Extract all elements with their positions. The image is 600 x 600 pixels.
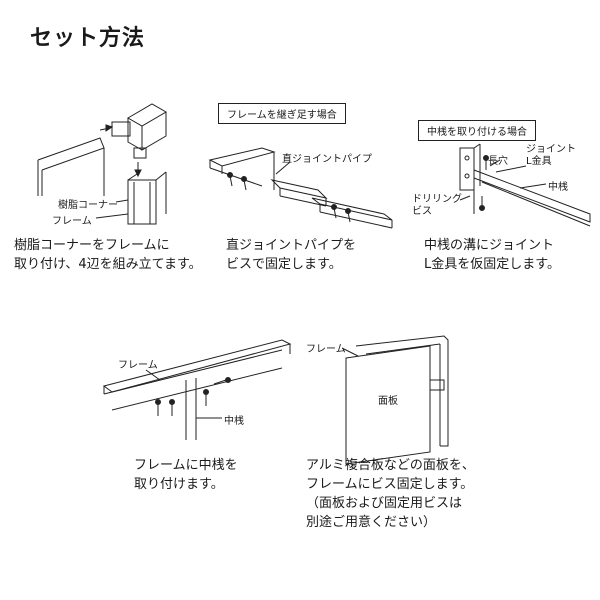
step3-caption: 中桟の溝にジョイント L金具を仮固定します。 xyxy=(424,236,560,274)
drilling-screw-label-line: ビス xyxy=(412,206,432,217)
step5-caption-line: アルミ複合板などの面板を、 xyxy=(306,458,475,473)
drilling-screw-label: ドリリング ビス xyxy=(412,194,462,218)
step3-caption-line: L金具を仮固定します。 xyxy=(424,257,560,272)
frame-label: フレーム xyxy=(306,344,346,355)
step2-box-label: フレームを継ぎ足す場合 xyxy=(218,103,346,124)
step1-caption-line: 取り付け、4辺を組み立てます。 xyxy=(14,257,202,272)
step1-frame-illustration xyxy=(37,103,167,225)
panel-label: 面板 xyxy=(378,396,398,407)
long-hole-label: 長穴 xyxy=(488,156,508,167)
step2-caption: 直ジョイントパイプを ビスで固定します。 xyxy=(226,236,356,274)
step2-caption-line: ビスで固定します。 xyxy=(226,257,342,272)
step3-caption-line: 中桟の溝にジョイント xyxy=(424,238,555,253)
step3-bracket-illustration xyxy=(459,143,591,227)
joint-l-bracket-label: ジョイント L金具 xyxy=(526,144,576,168)
step5-caption: アルミ複合板などの面板を、 フレームにビス固定します。 （面板および固定用ビスは… xyxy=(306,456,475,532)
step4-caption: フレームに中桟を 取り付けます。 xyxy=(134,456,238,494)
frame-label: フレーム xyxy=(52,216,92,227)
step4-frame-illustration xyxy=(102,339,292,440)
resin-corner-label: 樹脂コーナー xyxy=(58,200,118,211)
joint-pipe-label: 直ジョイントパイプ xyxy=(282,154,372,165)
joint-l-bracket-label-line: ジョイント xyxy=(526,144,576,155)
mid-bar-label: 中桟 xyxy=(224,416,244,427)
step5-panel-illustration xyxy=(341,335,449,465)
step4-caption-line: フレームに中桟を xyxy=(134,458,238,473)
joint-l-bracket-label-line: L金具 xyxy=(526,156,552,167)
step3-box-label: 中桟を取り付ける場合 xyxy=(418,120,536,141)
frame-label: フレーム xyxy=(118,360,158,371)
step4-caption-line: 取り付けます。 xyxy=(134,477,224,492)
step5-caption-line: 別途ご用意ください） xyxy=(306,515,437,530)
step1-caption: 樹脂コーナーをフレームに 取り付け、4辺を組み立てます。 xyxy=(14,236,202,274)
step2-joint-illustration xyxy=(208,147,393,229)
step1-caption-line: 樹脂コーナーをフレームに xyxy=(14,238,170,253)
step5-caption-line: フレームにビス固定します。 xyxy=(306,477,474,492)
mid-bar-label: 中桟 xyxy=(548,182,568,193)
step2-caption-line: 直ジョイントパイプを xyxy=(226,238,357,253)
drilling-screw-label-line: ドリリング xyxy=(412,194,462,205)
page-title: セット方法 xyxy=(30,26,146,51)
step5-caption-line: （面板および固定用ビスは xyxy=(306,496,463,511)
